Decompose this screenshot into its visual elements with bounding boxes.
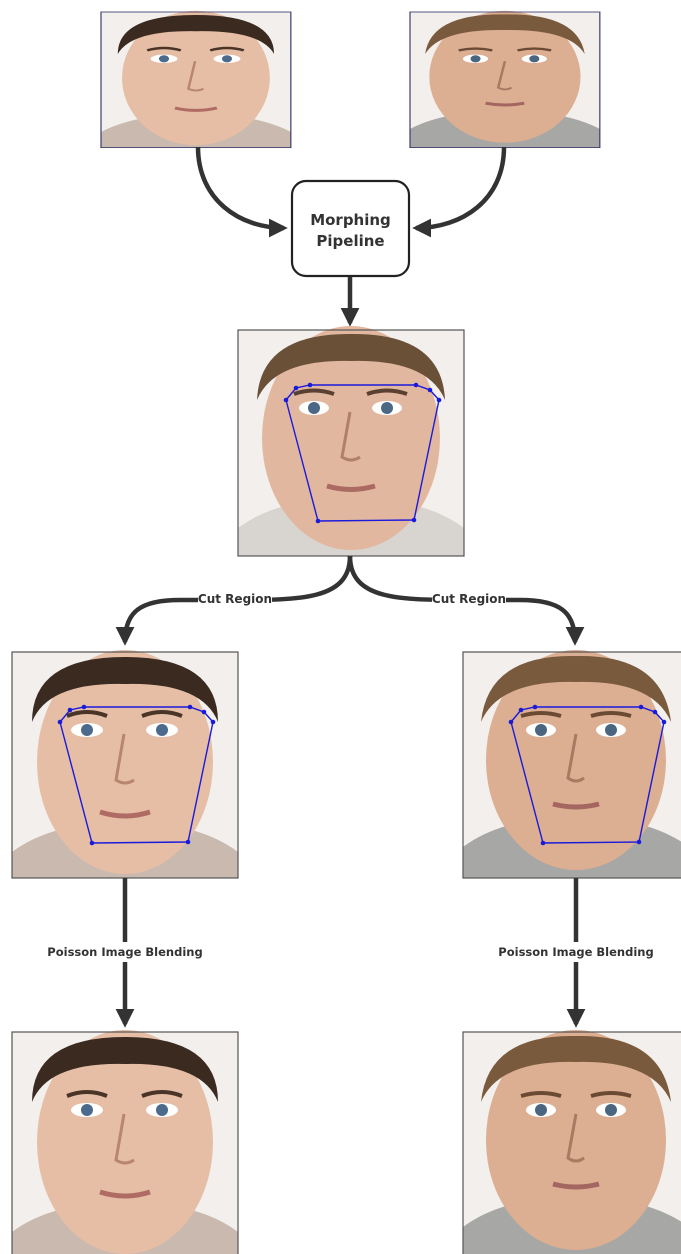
cut-region-label-right: Cut Region [432, 592, 506, 606]
arrow-source-a-to-pipeline [198, 147, 284, 228]
cut-region-label-left: Cut Region [198, 592, 272, 606]
source-image-a [101, 11, 291, 148]
morphing-pipeline-box: Morphing Pipeline [292, 181, 409, 276]
morphed-face-image [238, 326, 464, 556]
poisson-blending-label-left: Poisson Image Blending [47, 945, 202, 959]
pipeline-title-line1: Morphing [310, 211, 391, 229]
arrow-source-b-to-pipeline [416, 147, 504, 228]
result-image-a [12, 1030, 238, 1254]
source-image-b [410, 11, 600, 148]
cut-image-a [12, 650, 238, 878]
poisson-blending-label-right: Poisson Image Blending [498, 945, 653, 959]
result-image-b [463, 1030, 681, 1254]
pipeline-title-line2: Pipeline [316, 232, 384, 250]
cut-image-b [463, 650, 681, 878]
